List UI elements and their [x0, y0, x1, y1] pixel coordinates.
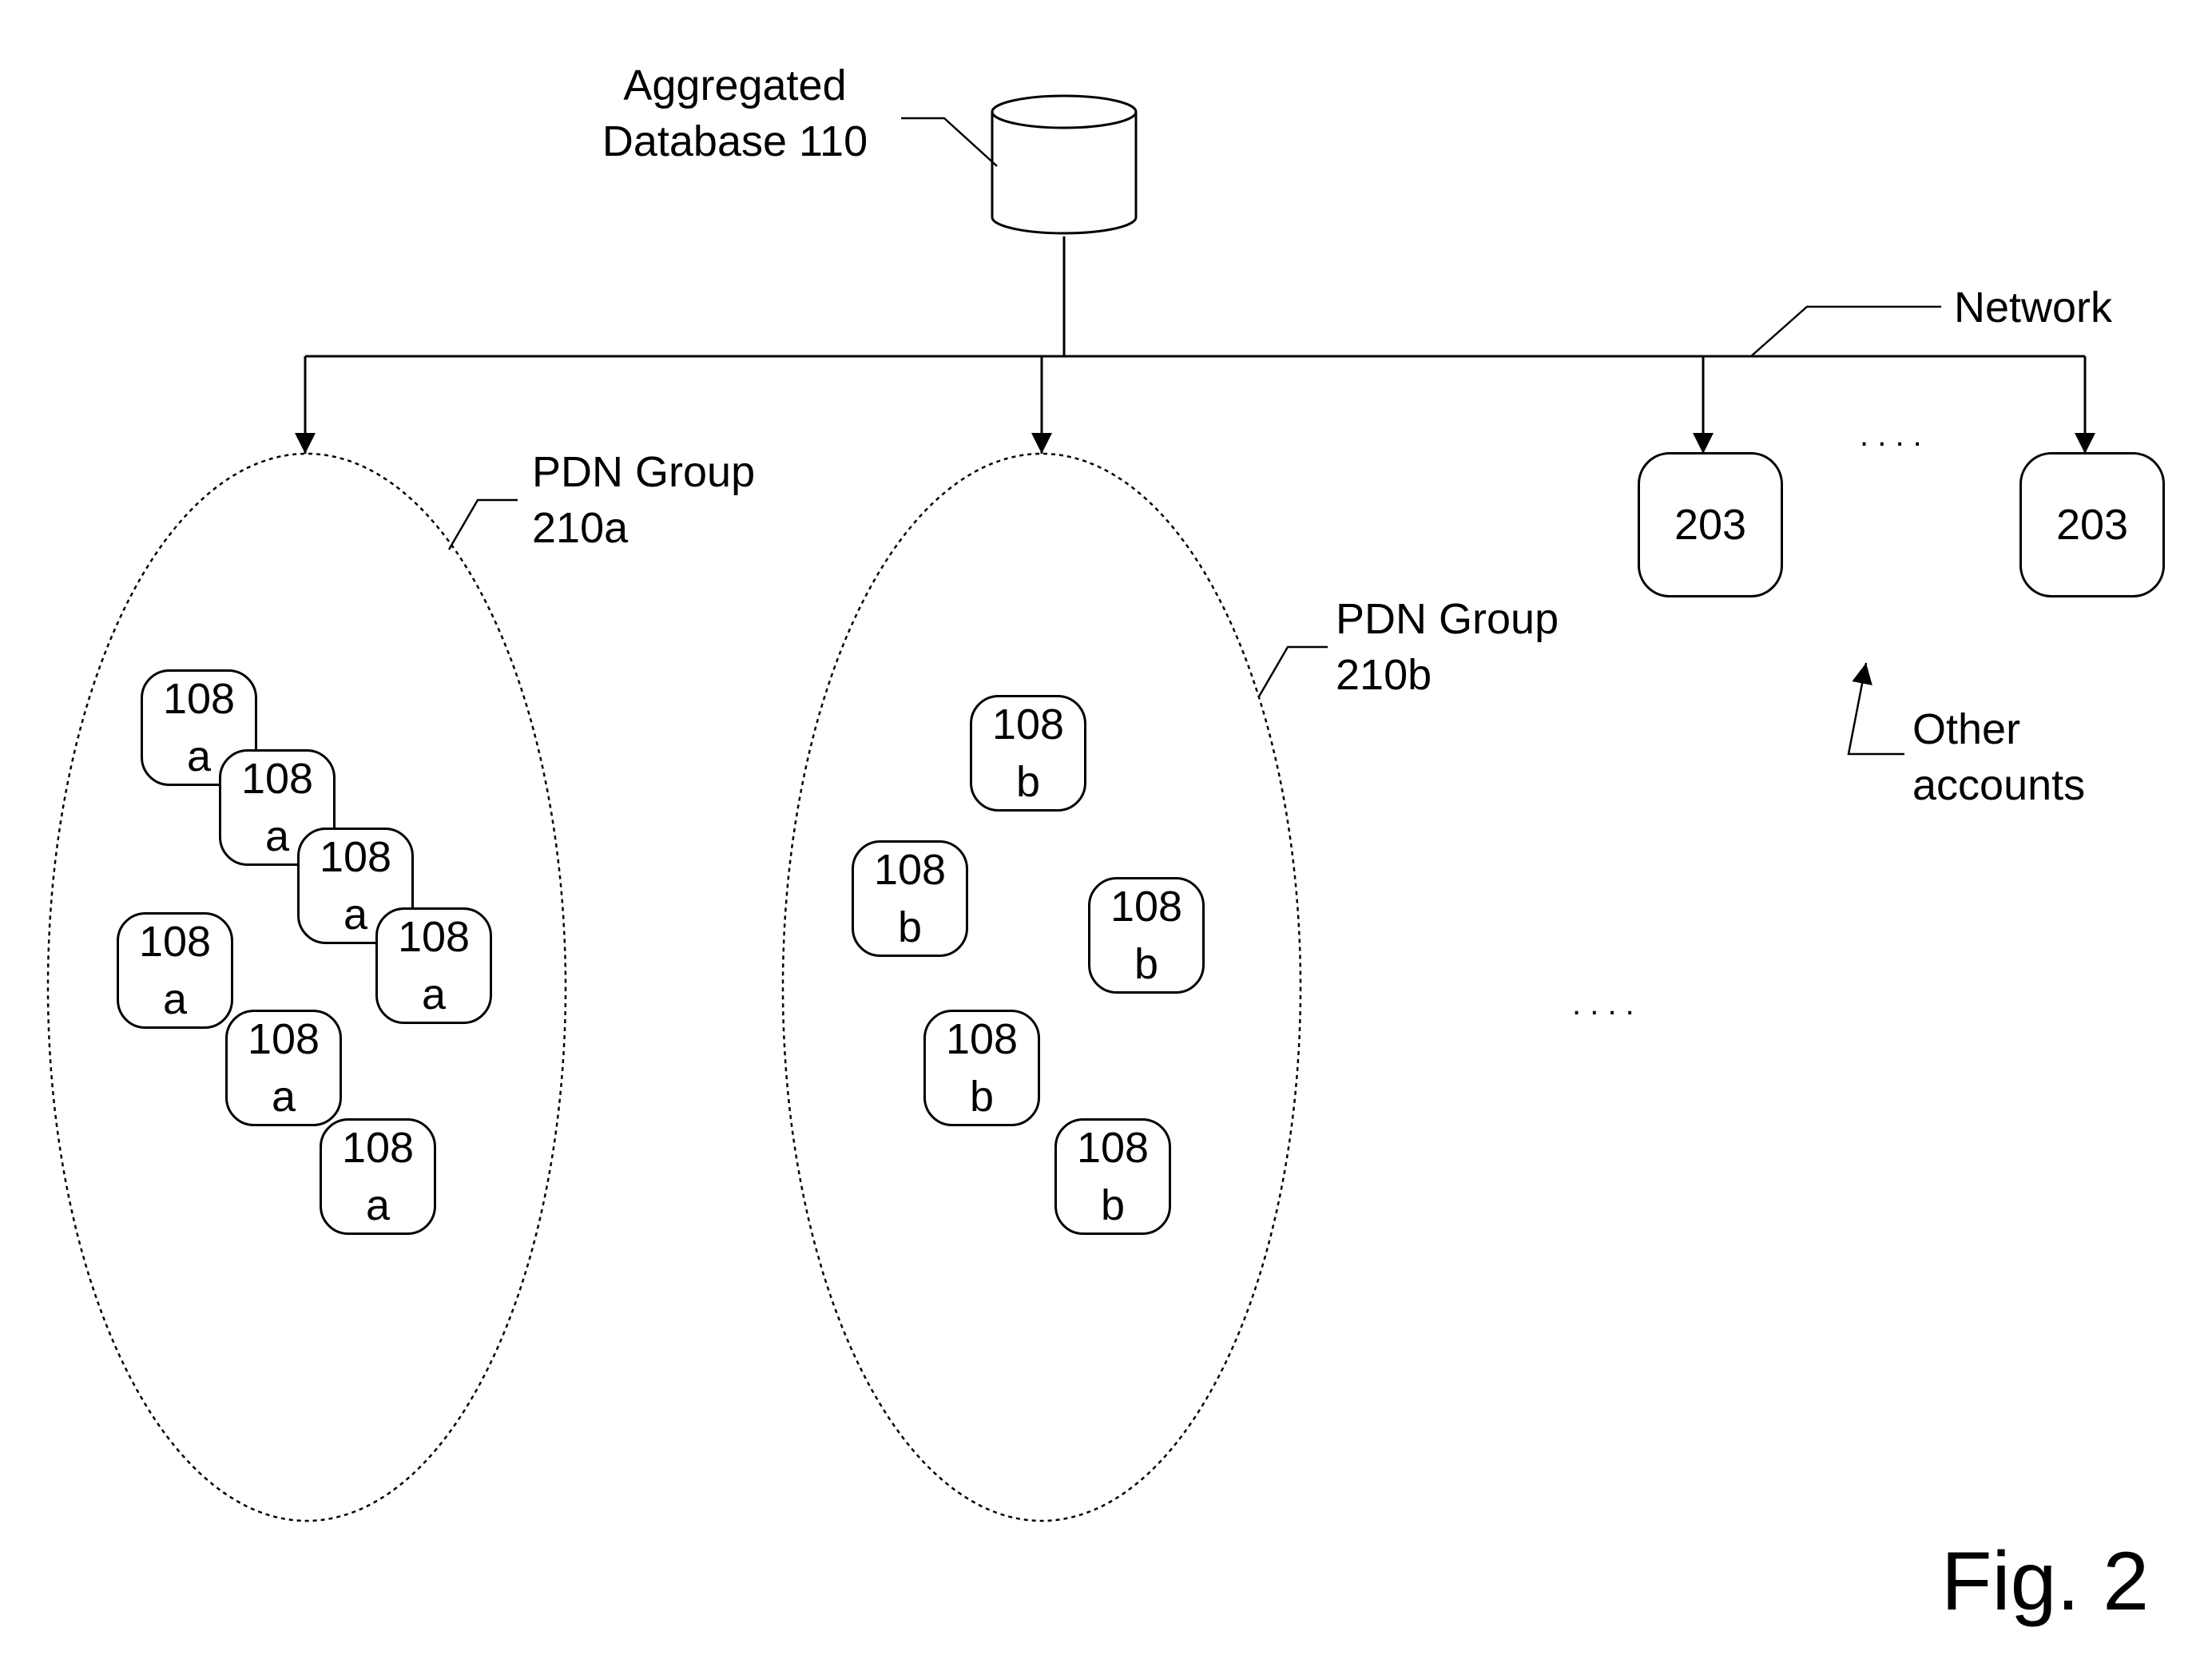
network-drop-arrows [305, 356, 2085, 454]
ellipsis-accounts: . . . . [1860, 407, 1922, 463]
other-accounts-pointer-arrow [1849, 663, 1904, 754]
network-leader-line [1751, 307, 1941, 356]
group-a-leader-line [449, 500, 518, 550]
node-108a: 108a [320, 1118, 436, 1235]
node-108b: 108b [970, 695, 1086, 812]
pdn-group-b-ellipse [783, 454, 1301, 1521]
other-accounts-label-line1: Other [1912, 701, 2085, 757]
node-108a: 108a [375, 907, 492, 1024]
pdn-group-a-label: PDN Group 210a [532, 444, 755, 556]
node-108b: 108b [923, 1010, 1040, 1126]
group-b-label-line2: 210b [1336, 647, 1559, 703]
node-108a: 108a [117, 912, 233, 1029]
pdn-group-b-label: PDN Group 210b [1336, 591, 1559, 703]
account-node-203: 203 [2019, 452, 2165, 597]
database-label: Aggregated Database 110 [583, 58, 887, 169]
group-a-label-line1: PDN Group [532, 444, 755, 500]
group-a-label-line2: 210a [532, 500, 755, 556]
database-cylinder-icon [992, 96, 1136, 233]
database-label-line2: Database 110 [583, 113, 887, 169]
node-108b: 108b [852, 840, 968, 957]
other-accounts-label-line2: accounts [1912, 757, 2085, 813]
figure-label: Fig. 2 [1941, 1534, 2149, 1629]
network-label: Network [1954, 280, 2112, 335]
account-node-203: 203 [1638, 452, 1783, 597]
database-leader-line [901, 118, 997, 166]
other-accounts-label: Other accounts [1912, 701, 2085, 813]
node-108a: 108a [225, 1010, 342, 1126]
ellipsis-groups: . . . . [1572, 976, 1634, 1032]
group-b-leader-line [1259, 647, 1328, 697]
database-label-line1: Aggregated [583, 58, 887, 113]
node-108b: 108b [1054, 1118, 1171, 1235]
group-b-label-line1: PDN Group [1336, 591, 1559, 647]
node-108b: 108b [1088, 877, 1205, 994]
